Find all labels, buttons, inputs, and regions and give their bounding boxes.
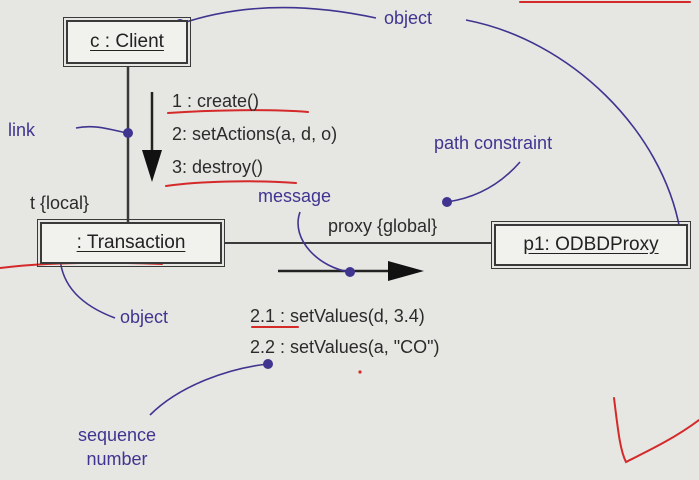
annotation-link: link bbox=[8, 120, 36, 140]
object-proxy[interactable]: p1: ODBDProxy bbox=[491, 221, 691, 269]
pointer-message bbox=[297, 211, 351, 273]
red-check-mark bbox=[613, 397, 699, 464]
red-dot bbox=[358, 370, 362, 374]
role-global: proxy {global} bbox=[328, 216, 438, 236]
annotation-object-bottom: object bbox=[120, 307, 169, 327]
annotation-message: message bbox=[258, 186, 332, 206]
red-underline-create bbox=[167, 109, 309, 114]
pointer-object-top-right bbox=[465, 19, 681, 231]
object-proxy-label: p1: ODBDProxy bbox=[523, 234, 659, 255]
dot-sequence bbox=[263, 359, 273, 369]
pointer-path-constraint bbox=[446, 161, 521, 203]
message-create: 1 : create() bbox=[172, 91, 260, 111]
pointer-sequence-number bbox=[149, 363, 269, 416]
annotation-sequence-number: sequence number bbox=[78, 423, 156, 472]
message-set-values-2: 2.2 : setValues(a, "CO") bbox=[250, 337, 440, 357]
annotation-sequence-line1: sequence bbox=[78, 425, 157, 445]
message-destroy: 3: destroy() bbox=[172, 157, 264, 177]
message-arrow-down-head bbox=[142, 150, 162, 182]
object-transaction[interactable]: : Transaction bbox=[37, 219, 225, 267]
message-set-values-1: 2.1 : setValues(d, 3.4) bbox=[250, 306, 425, 326]
dot-link bbox=[123, 128, 133, 138]
pointer-object-top-left bbox=[179, 6, 377, 25]
message-set-actions: 2: setActions(a, d, o) bbox=[172, 124, 338, 144]
annotation-sequence-line2: number bbox=[86, 449, 148, 470]
annotation-path-constraint: path constraint bbox=[434, 133, 553, 153]
dot-path-constraint bbox=[442, 197, 452, 207]
red-underline-destroy bbox=[165, 180, 297, 187]
pointer-link bbox=[75, 125, 128, 134]
role-local: t {local} bbox=[30, 193, 90, 213]
object-client[interactable]: c : Client bbox=[63, 17, 191, 67]
message-arrow-right-head bbox=[388, 261, 424, 281]
object-client-label: c : Client bbox=[90, 31, 164, 52]
object-transaction-label: : Transaction bbox=[76, 232, 186, 253]
dot-message bbox=[345, 267, 355, 277]
annotation-object-top: object bbox=[384, 8, 433, 28]
pointer-object-bottom bbox=[59, 257, 116, 319]
